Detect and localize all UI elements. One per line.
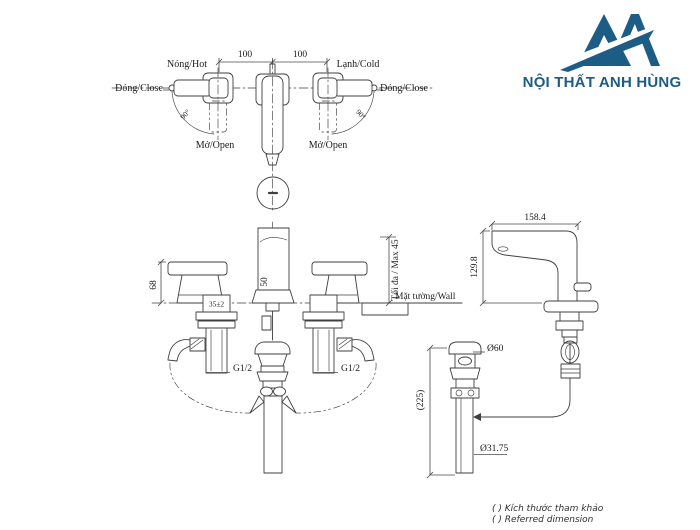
top-view-drawing: 100 100 90° 90° <box>111 50 433 213</box>
hot-valve-front-view: 35±2 G1/2 <box>167 261 252 374</box>
drain-front-view <box>169 302 377 474</box>
close-right-label: Đóng/Close <box>380 83 428 94</box>
cold-valve-front-view: G1/2 <box>302 261 375 374</box>
open-left-label: Mở/Open <box>196 140 235 151</box>
hot-handle-top-view: 90° <box>163 67 234 141</box>
lift-rod-linkage <box>473 336 581 421</box>
spout-width-label: 50 <box>260 277 270 287</box>
cold-label: Lạnh/Cold <box>337 59 380 70</box>
logo-swoosh-tail <box>560 30 654 72</box>
thread-right-label: G1/2 <box>341 364 360 374</box>
max-depth-label: Tối đa / Max 45 <box>390 239 401 300</box>
pipe-dia-label: Ø31.75 <box>480 444 508 454</box>
footnote-en: ( ) Referred dimension <box>492 515 594 525</box>
front-view-drawing: Mặt tường/Wall Tối đa / Max 45 50 35±2 <box>149 221 463 474</box>
dim-cold-spacing: 100 <box>293 50 308 60</box>
hot-label: Nóng/Hot <box>167 59 207 70</box>
spout-front-view: 50 <box>251 221 295 304</box>
open-right-label: Mở/Open <box>309 140 348 151</box>
length-label: 158.4 <box>524 213 546 223</box>
side-view-drawing: 158.4 129.8 <box>470 213 599 421</box>
logo: NỘI THẤT ANH HÙNG <box>523 14 682 91</box>
handle-height-label: 68 <box>149 280 159 290</box>
deck-thickness-label: 35±2 <box>209 300 225 309</box>
spout-top-view <box>255 59 290 213</box>
thread-left-label: G1/2 <box>233 364 252 374</box>
flange-dia-label: Ø60 <box>487 344 504 354</box>
logo-counter <box>596 35 613 52</box>
angle-right-label: 90° <box>354 107 368 121</box>
height-label: 129.8 <box>470 256 480 278</box>
footnotes: ( ) Kích thước tham khảo ( ) Referred di… <box>492 503 604 525</box>
brand-name: NỘI THẤT ANH HÙNG <box>523 73 682 91</box>
dim-hot-spacing: 100 <box>238 50 253 60</box>
angle-left-label: 90° <box>178 107 192 121</box>
drain-drawing: (225) Ø60 Ø31.75 <box>415 341 508 479</box>
wall-label: Mặt tường/Wall <box>395 292 456 302</box>
footnote-vi: ( ) Kích thước tham khảo <box>492 503 604 514</box>
close-left-label: Đóng/Close <box>115 83 163 94</box>
cold-handle-top-view: 90° <box>312 67 383 141</box>
pipe-length-label: (225) <box>415 390 426 411</box>
